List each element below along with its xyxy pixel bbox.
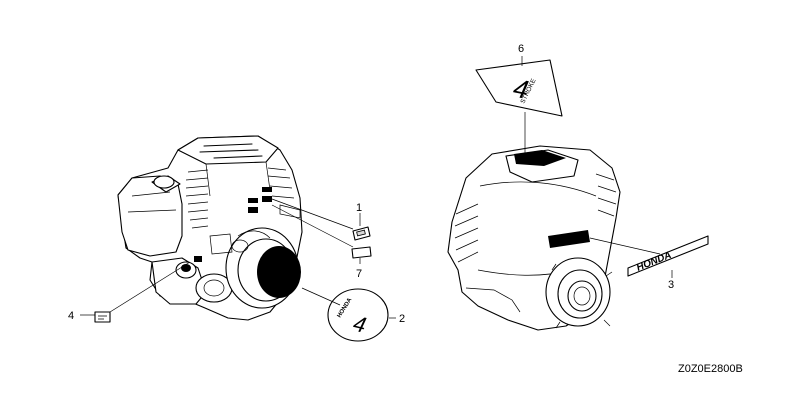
callout-4: 4 [68,310,74,322]
callout-1: 1 [356,202,362,214]
round-emblem-digit: 4 [351,311,369,338]
tag-label-decal [94,311,111,323]
right-engine-assembly [447,145,621,331]
left-engine-assembly [117,135,303,321]
four-stroke-decal: 4 STROKE [475,59,563,117]
callout-2: 2 [399,313,405,325]
four-stroke-decal-digit: 4 [511,73,531,105]
round-emblem-decal: HONDA 4 [327,288,389,342]
callout-6: 6 [518,43,524,55]
honda-mark-text: HONDA [635,250,673,274]
leader-lines [80,56,673,319]
callout-3: 3 [668,279,674,291]
callout-7: 7 [356,268,362,280]
drawing-code: Z0Z0E2800B [678,363,743,375]
small-label-decal [352,226,371,241]
plain-label-decal [351,246,372,259]
honda-mark-decal: HONDA [627,235,709,277]
